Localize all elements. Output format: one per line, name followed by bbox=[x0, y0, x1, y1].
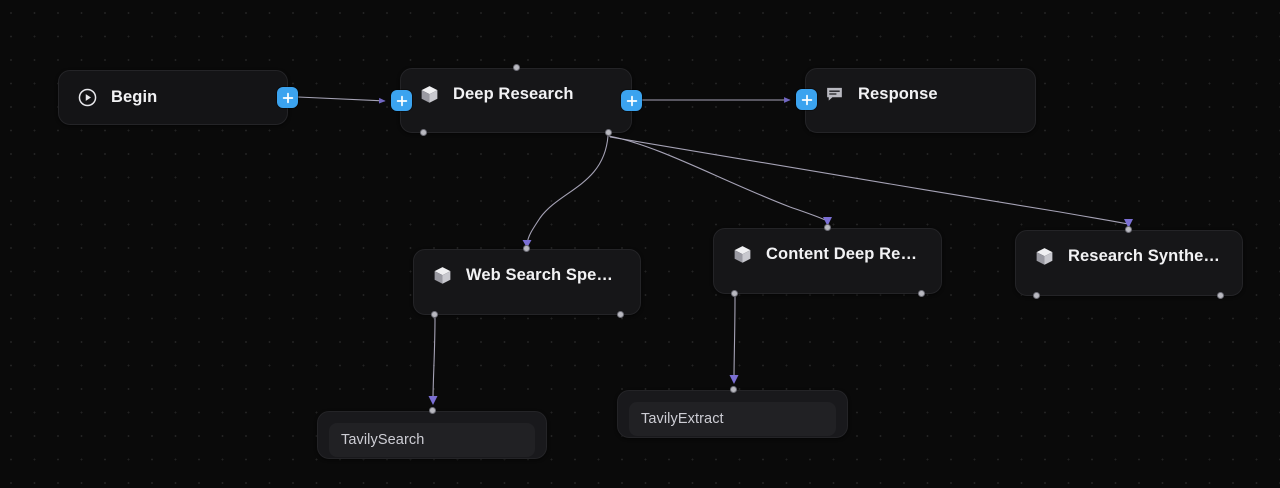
cube-icon bbox=[1036, 248, 1053, 265]
message-icon bbox=[827, 87, 842, 101]
plus-icon bbox=[626, 95, 637, 106]
node-content-deep-reader[interactable]: Content Deep Reader bbox=[713, 228, 942, 294]
edge-begin-to-deep-research bbox=[297, 96, 386, 104]
deep-research-right-add-handle[interactable] bbox=[621, 90, 642, 111]
node-research-synthesizer-label: Research Synthesizer bbox=[1068, 247, 1224, 265]
begin-right-add-handle[interactable] bbox=[277, 87, 298, 108]
node-deep-research[interactable]: Deep Research bbox=[400, 68, 632, 133]
node-content-deep-reader-label: Content Deep Reader bbox=[766, 245, 923, 263]
content-deep-reader-top-handle[interactable] bbox=[824, 224, 831, 231]
edge-deep-research-to-research-synthesizer bbox=[609, 136, 1129, 225]
node-web-search-specialist-label: Web Search Special... bbox=[466, 266, 622, 284]
edge-content-deep-reader-to-tavily-extract bbox=[733, 296, 736, 380]
tavily-search-top-handle[interactable] bbox=[429, 407, 436, 414]
node-tavily-extract-label: TavilyExtract bbox=[629, 402, 836, 436]
research-synthesizer-bottom-left-handle[interactable] bbox=[1033, 292, 1040, 299]
edge-deep-research-to-content-deep-reader bbox=[608, 135, 828, 222]
node-research-synthesizer[interactable]: Research Synthesizer bbox=[1015, 230, 1243, 296]
cube-icon bbox=[421, 86, 438, 103]
research-synthesizer-top-handle[interactable] bbox=[1125, 226, 1132, 233]
play-circle-icon bbox=[78, 88, 97, 107]
deep-research-bottom-left-handle[interactable] bbox=[420, 129, 427, 136]
response-left-add-handle[interactable] bbox=[796, 89, 817, 110]
node-tavily-search-label: TavilySearch bbox=[329, 423, 535, 457]
plus-icon bbox=[801, 94, 812, 105]
deep-research-top-handle[interactable] bbox=[513, 64, 520, 71]
content-deep-reader-bottom-right-handle[interactable] bbox=[918, 290, 925, 297]
web-search-specialist-top-handle[interactable] bbox=[523, 245, 530, 252]
cube-icon bbox=[434, 267, 451, 284]
node-response-label: Response bbox=[858, 85, 938, 103]
edge-web-search-specialist-to-tavily-search bbox=[432, 317, 436, 401]
node-begin[interactable]: Begin bbox=[58, 70, 288, 125]
cube-icon bbox=[734, 246, 751, 263]
deep-research-left-add-handle[interactable] bbox=[391, 90, 412, 111]
node-tavily-extract[interactable]: TavilyExtract bbox=[617, 390, 848, 438]
arrowhead-tavily-extract bbox=[729, 375, 739, 384]
web-search-specialist-bottom-right-handle[interactable] bbox=[617, 311, 624, 318]
plus-icon bbox=[282, 92, 293, 103]
node-response[interactable]: Response bbox=[805, 68, 1036, 133]
web-search-specialist-bottom-left-handle[interactable] bbox=[431, 311, 438, 318]
node-begin-label: Begin bbox=[111, 88, 158, 106]
research-synthesizer-bottom-right-handle[interactable] bbox=[1217, 292, 1224, 299]
edge-deep-research-to-web-search-specialist bbox=[526, 135, 609, 245]
deep-research-bottom-right-handle[interactable] bbox=[605, 129, 612, 136]
content-deep-reader-bottom-left-handle[interactable] bbox=[731, 290, 738, 297]
tavily-extract-top-handle[interactable] bbox=[730, 386, 737, 393]
node-tavily-search[interactable]: TavilySearch bbox=[317, 411, 547, 459]
arrowhead-tavily-search bbox=[428, 396, 438, 405]
node-web-search-specialist[interactable]: Web Search Special... bbox=[413, 249, 641, 315]
node-deep-research-label: Deep Research bbox=[453, 85, 574, 103]
plus-icon bbox=[396, 95, 407, 106]
